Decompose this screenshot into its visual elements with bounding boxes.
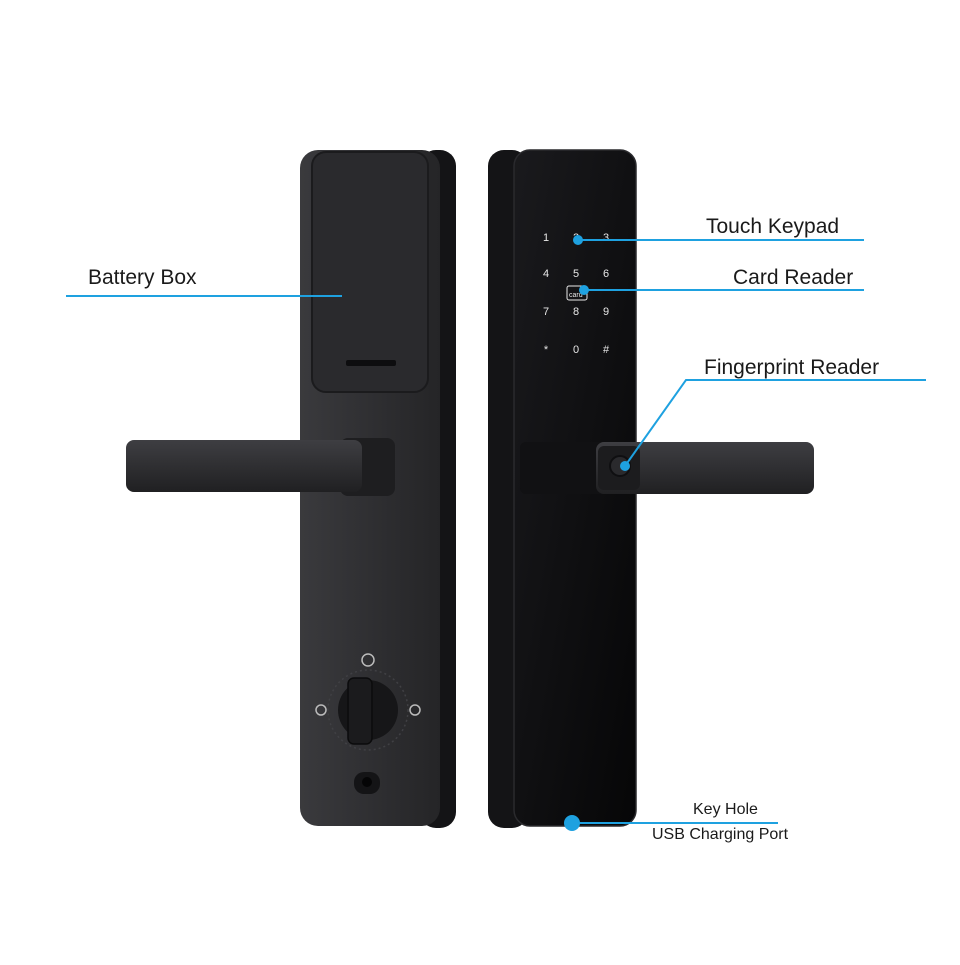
keypad-key-6: 6 [603,268,609,280]
usb-port-dot [564,815,580,831]
fingerprint-reader-line [624,379,926,467]
interior-lock-unit [126,150,456,828]
touch-keypad-dot [573,235,583,245]
keypad-key-4: 4 [543,268,549,280]
keypad-key-hash: # [603,344,610,356]
lock-symbol-icon [409,704,421,716]
usb-charging-port-label: USB Charging Port [652,826,789,843]
callout-lines [66,235,926,831]
interior-handle [126,440,362,492]
keyhole-icon [362,777,372,787]
key-hole-label: Key Hole [693,801,758,818]
keypad-key-0: 0 [573,344,579,356]
battery-box-cover [311,151,429,393]
thumb-turn-ring [327,669,409,751]
touch-keypad-label: Touch Keypad [706,215,840,238]
battery-box-slot [346,360,396,366]
keypad-key-star: * [544,344,549,356]
lock-symbol-icon [361,653,375,667]
keypad-key-9: 9 [603,306,609,318]
keypad-key-8: 8 [573,306,579,318]
keypad-key-7: 7 [543,306,549,318]
thumb-turn-knob [347,677,373,745]
exterior-lock-unit: 123456789*0# card [488,149,814,828]
fingerprint-reader-dot [620,461,630,471]
exterior-handle [596,442,814,494]
unlock-symbol-icon [315,704,327,716]
battery-box-label: Battery Box [88,266,197,289]
fingerprint-reader-label: Fingerprint Reader [704,356,880,379]
keypad-key-5: 5 [573,268,579,280]
keypad-key-3: 3 [603,232,609,244]
card-reader-label-text: Card Reader [733,266,854,289]
card-reader-label: card [569,292,583,299]
card-reader-dot [579,285,589,295]
keypad-key-1: 1 [543,232,549,244]
